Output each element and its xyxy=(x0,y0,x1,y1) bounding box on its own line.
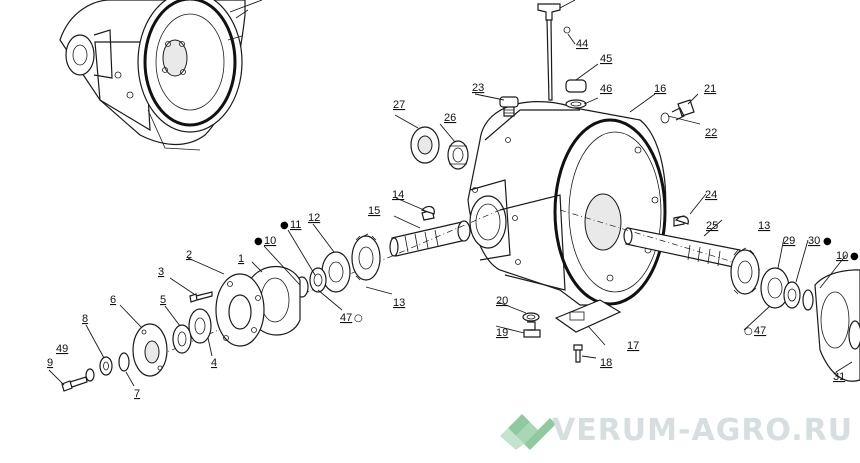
callout-15: 15 xyxy=(368,205,380,217)
filled-dot-marker-30: ● xyxy=(823,236,832,247)
washer-49 xyxy=(85,368,95,382)
bearing-right xyxy=(760,267,814,311)
callout-44: 44 xyxy=(576,38,588,50)
bottom-plate xyxy=(554,299,622,363)
top-filler-plug xyxy=(499,96,519,117)
washer-8 xyxy=(99,356,113,376)
callout-3: 3 xyxy=(158,266,164,278)
callout-25: 25 xyxy=(706,220,718,232)
oring-7 xyxy=(118,352,130,372)
spacer-26 xyxy=(447,140,469,170)
callout-26: 26 xyxy=(444,112,456,124)
drain-plug xyxy=(522,312,541,338)
watermark-text: VERUM-AGRO.RU xyxy=(552,413,853,448)
callout-30: 30 xyxy=(808,235,820,247)
callout-22: 22 xyxy=(705,127,717,139)
tractor-rear-housing xyxy=(59,0,263,151)
callout-49: 49 xyxy=(56,343,68,355)
seal-5 xyxy=(172,324,192,354)
callout-14: 14 xyxy=(392,189,404,201)
callout-21: 21 xyxy=(704,83,716,95)
dipstick-assembly xyxy=(537,0,576,101)
callout-10-right: 10 xyxy=(836,250,848,262)
callout-46: 46 xyxy=(600,83,612,95)
callout-19: 19 xyxy=(496,327,508,339)
callout-4: 4 xyxy=(211,357,217,369)
callout-8: 8 xyxy=(82,313,88,325)
key-24 xyxy=(674,215,689,225)
watermark: VERUM-AGRO.RU xyxy=(500,413,853,450)
callout-24: 24 xyxy=(705,189,717,201)
callout-20: 20 xyxy=(496,295,508,307)
bolt-3 xyxy=(189,291,213,303)
callout-10-left: 10 xyxy=(264,235,276,247)
flange-cover-right xyxy=(814,269,860,382)
callout-12: 12 xyxy=(308,212,320,224)
key-14 xyxy=(420,205,435,215)
callout-47-right: 47 xyxy=(754,325,766,337)
gearbox-housing xyxy=(467,101,667,306)
callout-1: 1 xyxy=(238,253,244,265)
callout-11: 11 xyxy=(290,219,301,231)
watermark-logo-icon xyxy=(500,414,556,450)
gasket-2 xyxy=(215,273,265,347)
open-circle-marker-47-left: ○ xyxy=(354,313,363,324)
breather-cap xyxy=(565,79,587,109)
filled-dot-marker-10-right: ● xyxy=(850,251,859,262)
bearing-27 xyxy=(410,126,440,164)
bearing-12 xyxy=(295,251,351,298)
callout-2: 2 xyxy=(186,249,192,261)
callout-labels: 1 2 3 4 5 6 7 8 9 49 ● 10 ● 11 12 13 14 … xyxy=(47,38,859,400)
callout-13-right: 13 xyxy=(758,220,770,232)
leader-lines xyxy=(48,63,853,387)
callout-31: 31 xyxy=(833,371,845,383)
open-circle-marker-47-right: ○ xyxy=(744,326,753,337)
callout-5: 5 xyxy=(160,294,166,306)
filled-dot-marker-11: ● xyxy=(280,220,289,231)
callout-16: 16 xyxy=(654,83,666,95)
side-plug xyxy=(660,99,695,124)
callout-23: 23 xyxy=(472,82,484,94)
callout-9: 9 xyxy=(47,357,53,369)
callout-18: 18 xyxy=(600,357,612,369)
bolt-9 xyxy=(61,376,88,392)
callout-29: 29 xyxy=(783,235,795,247)
callout-45: 45 xyxy=(600,53,612,65)
callout-27: 27 xyxy=(393,99,405,111)
callout-6: 6 xyxy=(110,294,116,306)
callout-47-left: 47 xyxy=(340,312,352,324)
callout-13-left: 13 xyxy=(393,297,405,309)
bevel-gear-right xyxy=(730,247,760,295)
bevel-gear-left xyxy=(351,233,381,281)
callout-17: 17 xyxy=(627,340,639,352)
flange-yoke-6 xyxy=(132,323,168,377)
callout-7: 7 xyxy=(134,388,140,400)
bearing-4 xyxy=(188,308,212,344)
filled-dot-marker-10: ● xyxy=(254,236,263,247)
